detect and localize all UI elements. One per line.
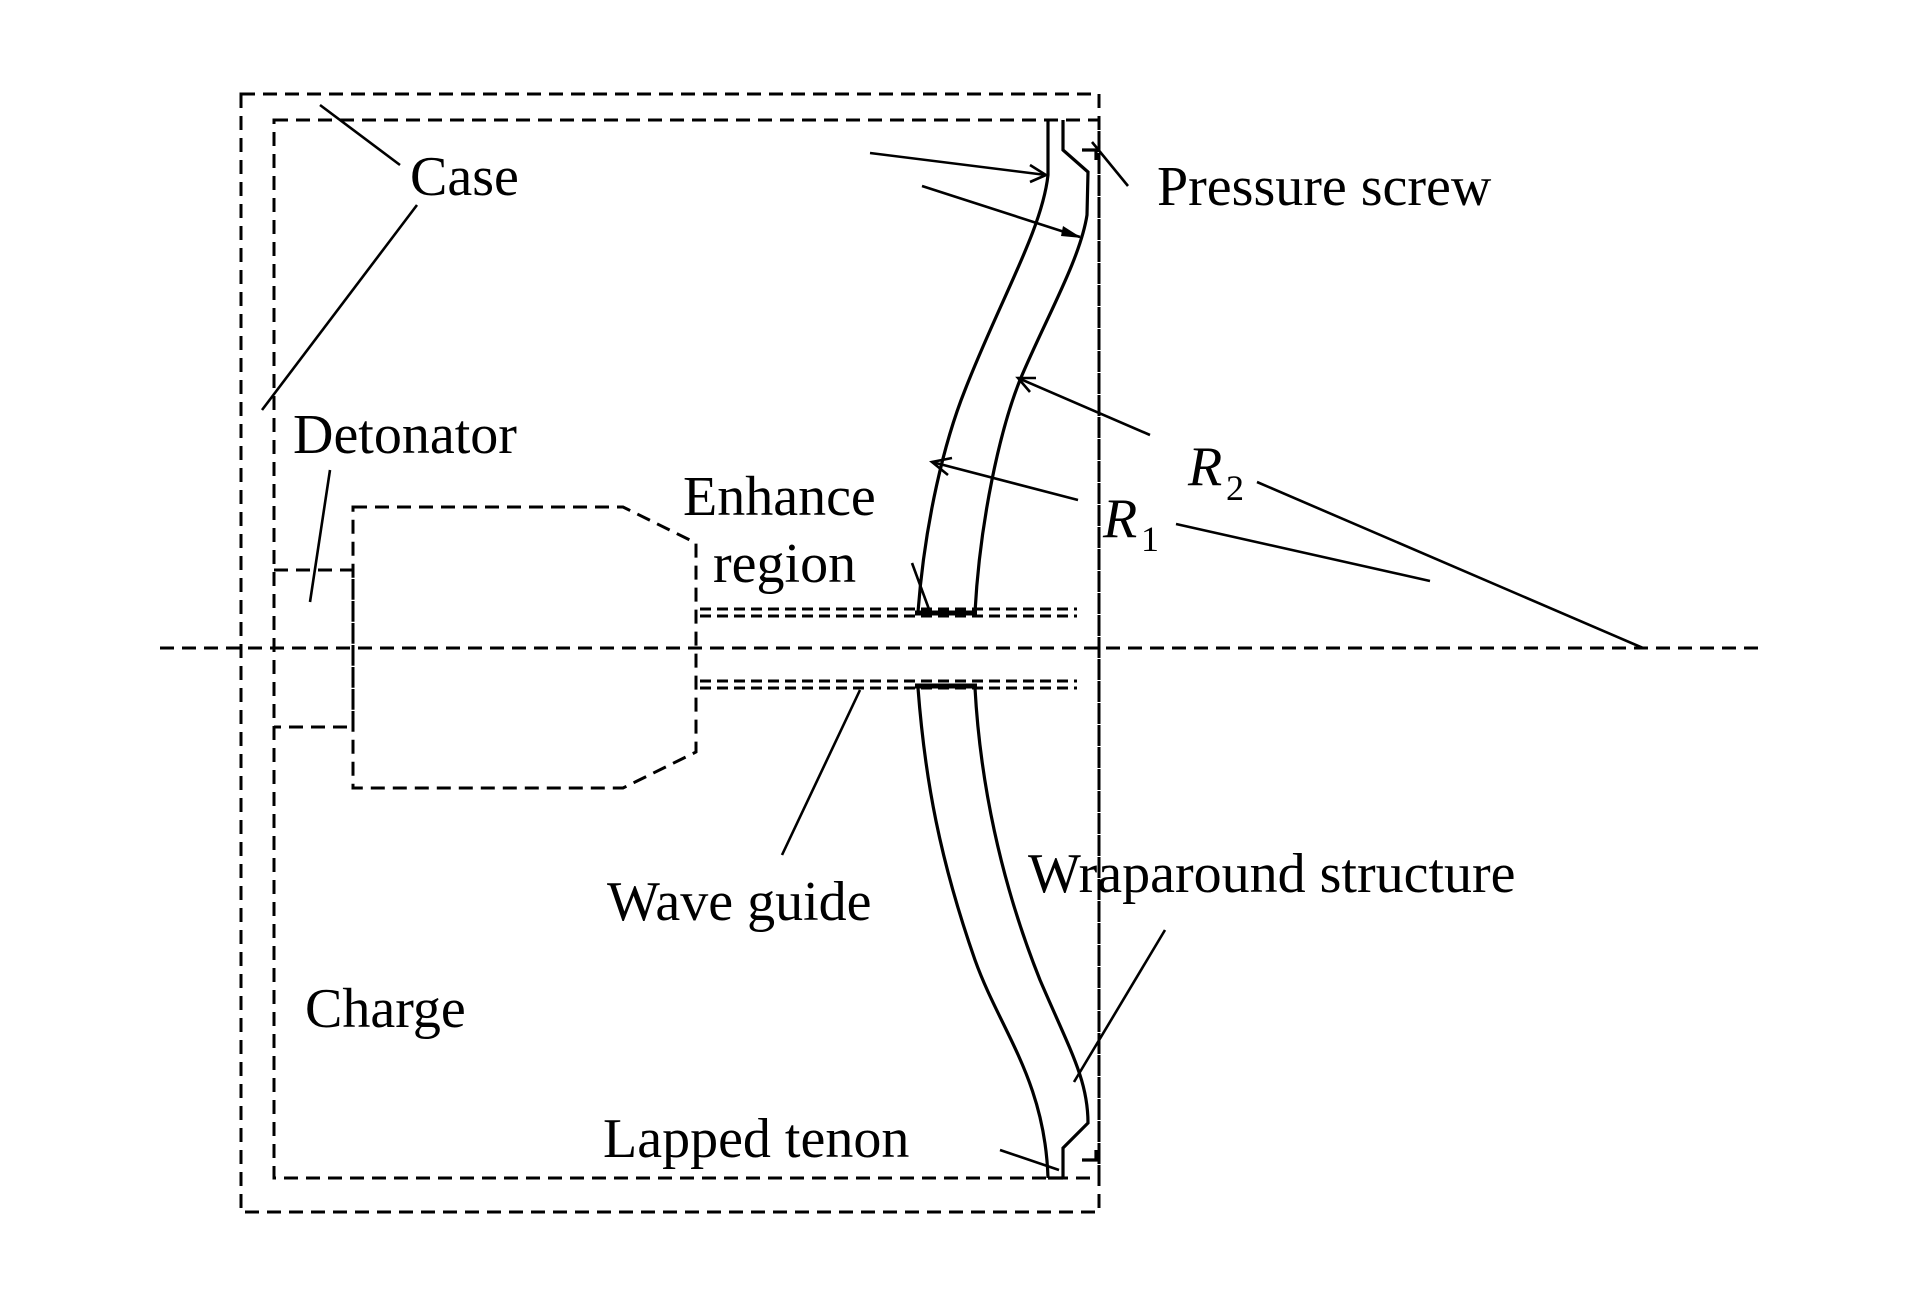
enhance-region-label-line1: Enhance [683,466,876,528]
r2-subscript: 2 [1226,468,1244,508]
lapped-tenon-detail [1082,1150,1098,1162]
r1-leader-line [1175,522,1431,583]
enhance-region-leader [910,562,932,613]
r2-arrow [1015,376,1151,437]
lapped-tenon-leader [999,1148,1060,1172]
charge-body-outline [351,505,698,790]
top-inner-radius-arrow [869,151,1049,184]
r1-arrow [929,456,1079,502]
wraparound-structure-upper [915,120,1090,616]
r1-subscript: 1 [1141,519,1159,559]
wraparound-structure-label: Wraparound structure [1028,843,1516,905]
r2-label: R [1187,436,1222,498]
detonator-outline [274,568,355,729]
r1-label: R [1102,488,1137,550]
wraparound-structure-leader [1072,929,1167,1083]
wave-guide-label: Wave guide [607,871,872,933]
lapped-tenon-label: Lapped tenon [603,1108,909,1170]
charge-label: Charge [305,978,466,1040]
case-outer-outline [239,92,1101,1214]
case-label: Case [410,146,519,208]
case-leader-bottom [260,204,419,411]
pressure-screw-label: Pressure screw [1157,156,1492,218]
wave-guide-upper [700,607,1077,618]
pressure-screw-detail [1082,148,1098,160]
pressure-screw-leader [1090,141,1130,187]
top-outer-radius-arrow [921,184,1082,239]
r2-leader-line [1256,480,1644,650]
case-leader-top [319,103,401,167]
wave-guide-lower [700,679,1077,690]
detonator-label: Detonator [293,404,517,466]
enhance-region-label-line2: region [713,533,856,595]
wave-guide-leader [780,689,862,856]
detonator-leader [308,469,332,603]
wraparound-structure-lower [915,683,1090,1180]
